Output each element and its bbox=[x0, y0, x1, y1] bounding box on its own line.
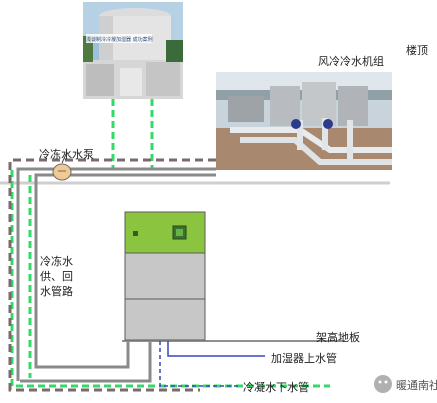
air-chiller-unit-label: 风冷冷水机组 bbox=[318, 55, 384, 68]
humidifier-water-pipe-label: 加湿器上水管 bbox=[271, 352, 337, 365]
chilled-water-loop-label-line2: 供、回 bbox=[40, 270, 73, 283]
gray-pipes bbox=[16, 167, 216, 383]
condensate-drain-pipe-line bbox=[159, 341, 238, 387]
green-pipes bbox=[10, 99, 330, 388]
precision-ac-unit bbox=[124, 211, 206, 341]
chilled-water-pump bbox=[52, 163, 72, 181]
raised-floor-label: 架高地板 bbox=[316, 331, 360, 344]
roof-label: 楼顶 bbox=[406, 44, 428, 57]
chiller-photo bbox=[216, 72, 392, 170]
chilled-water-loop-label: 冷冻水 供、回 水管路 bbox=[40, 254, 73, 299]
condensate-drain-pipe-label: 冷凝水下水管 bbox=[243, 381, 309, 394]
building-photo bbox=[83, 2, 183, 99]
watermark-text: 暖通南社 bbox=[396, 379, 437, 392]
photo-caption: 浅谈制冷冷凝加湿器 成功案例 bbox=[86, 37, 153, 43]
wechat-icon bbox=[374, 375, 392, 393]
humidifier-water-pipe-line bbox=[167, 341, 265, 357]
chilled-water-pump-label: 冷冻水水泵 bbox=[39, 148, 94, 161]
chilled-water-loop-label-line3: 水管路 bbox=[40, 285, 73, 298]
pump-leader-line bbox=[61, 151, 68, 164]
chilled-water-loop-label-line1: 冷冻水 bbox=[40, 255, 73, 268]
